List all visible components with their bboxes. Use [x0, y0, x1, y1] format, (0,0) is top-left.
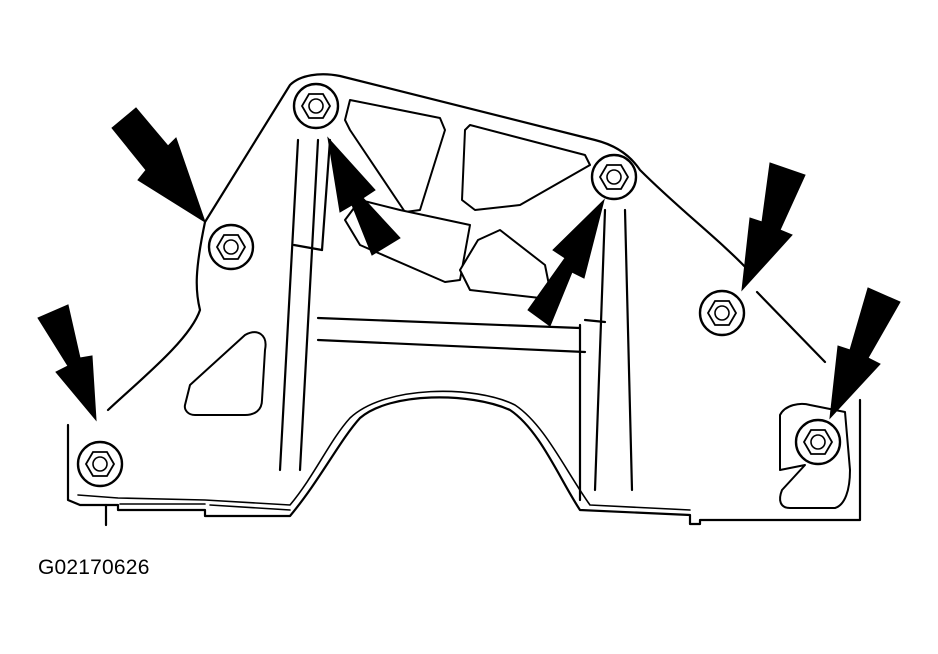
bolt-lower-left [76, 440, 124, 488]
arrow-center-left [327, 136, 401, 256]
figure-code: G02170626 [38, 556, 150, 579]
bracket-ribs [278, 138, 634, 502]
bracket-cutouts [183, 99, 851, 509]
arrow-center-right [527, 198, 605, 327]
indicator-arrows [37, 107, 901, 422]
cutout-mid-right [459, 229, 551, 299]
bolt-lower-right [794, 418, 842, 466]
bolt-top-right [590, 153, 638, 201]
arrow-upper-left [111, 107, 206, 224]
arrow-right [741, 162, 806, 292]
cutout-upper-left [344, 99, 446, 213]
bracket-outline [66, 73, 862, 527]
arrow-far-right [829, 287, 901, 420]
arrow-lower-left [37, 304, 97, 422]
bolt-upper-left [207, 223, 255, 271]
bolt-mid-right [698, 289, 746, 337]
bolt-top-left [292, 82, 340, 130]
cutout-upper-center [461, 124, 591, 211]
cutout-left [183, 331, 267, 416]
